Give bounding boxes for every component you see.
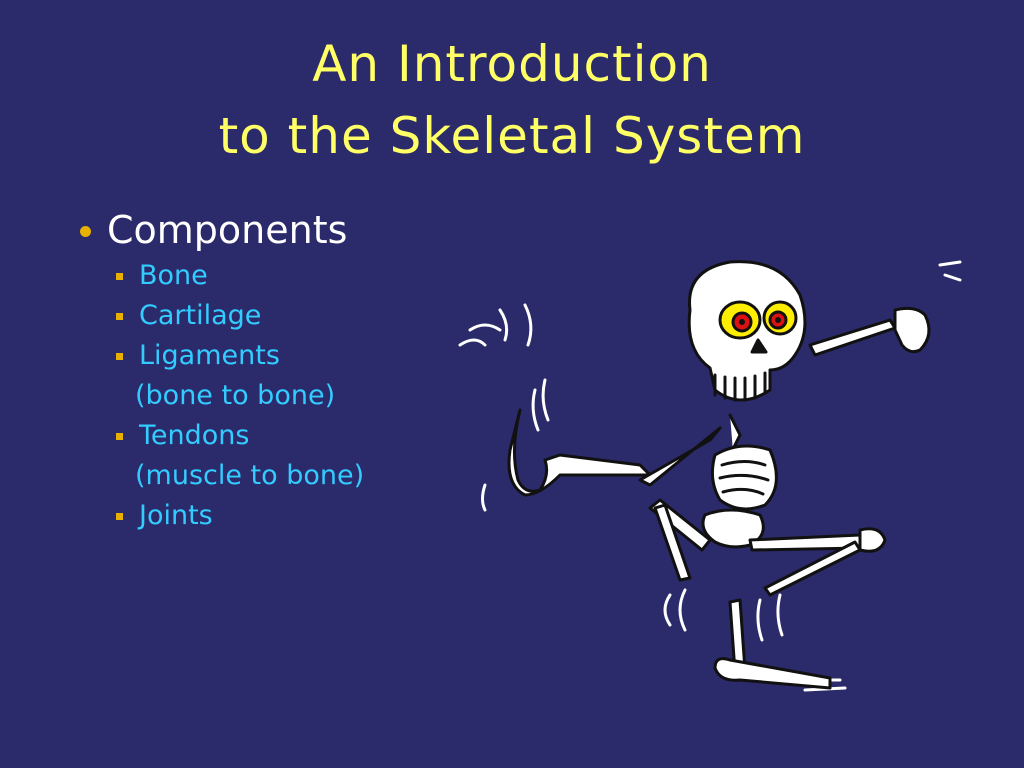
slide-title: An Introduction to the Skeletal System — [0, 28, 1024, 172]
list-item-cartilage: Cartilage — [116, 296, 460, 336]
square-bullet-icon — [116, 513, 123, 520]
components-label: Components — [107, 208, 348, 252]
item-label: Tendons — [139, 420, 250, 451]
dancing-skeleton-icon — [458, 260, 962, 692]
item-label: Ligaments — [139, 340, 280, 371]
component-list: Bone Cartilage Ligaments (bone to bone) … — [80, 256, 460, 536]
square-bullet-icon — [116, 273, 123, 280]
item-note: (bone to bone) — [135, 380, 336, 411]
item-label: Bone — [139, 260, 208, 291]
square-bullet-icon — [116, 353, 123, 360]
list-item-joints: Joints — [116, 496, 460, 536]
list-item-tendons: Tendons (muscle to bone) — [116, 416, 460, 496]
list-item-ligaments: Ligaments (bone to bone) — [116, 336, 460, 416]
title-line-1: An Introduction — [312, 35, 712, 93]
title-line-2: to the Skeletal System — [218, 107, 806, 165]
square-bullet-icon — [116, 313, 123, 320]
list-item-bone: Bone — [116, 256, 460, 296]
round-bullet-icon — [80, 225, 91, 237]
bullet-list: Components Bone Cartilage Ligaments (bon… — [80, 204, 460, 536]
components-heading: Components — [80, 204, 460, 256]
item-label: Cartilage — [139, 300, 262, 331]
item-label: Joints — [139, 500, 213, 531]
square-bullet-icon — [116, 433, 123, 440]
item-note: (muscle to bone) — [135, 460, 365, 491]
